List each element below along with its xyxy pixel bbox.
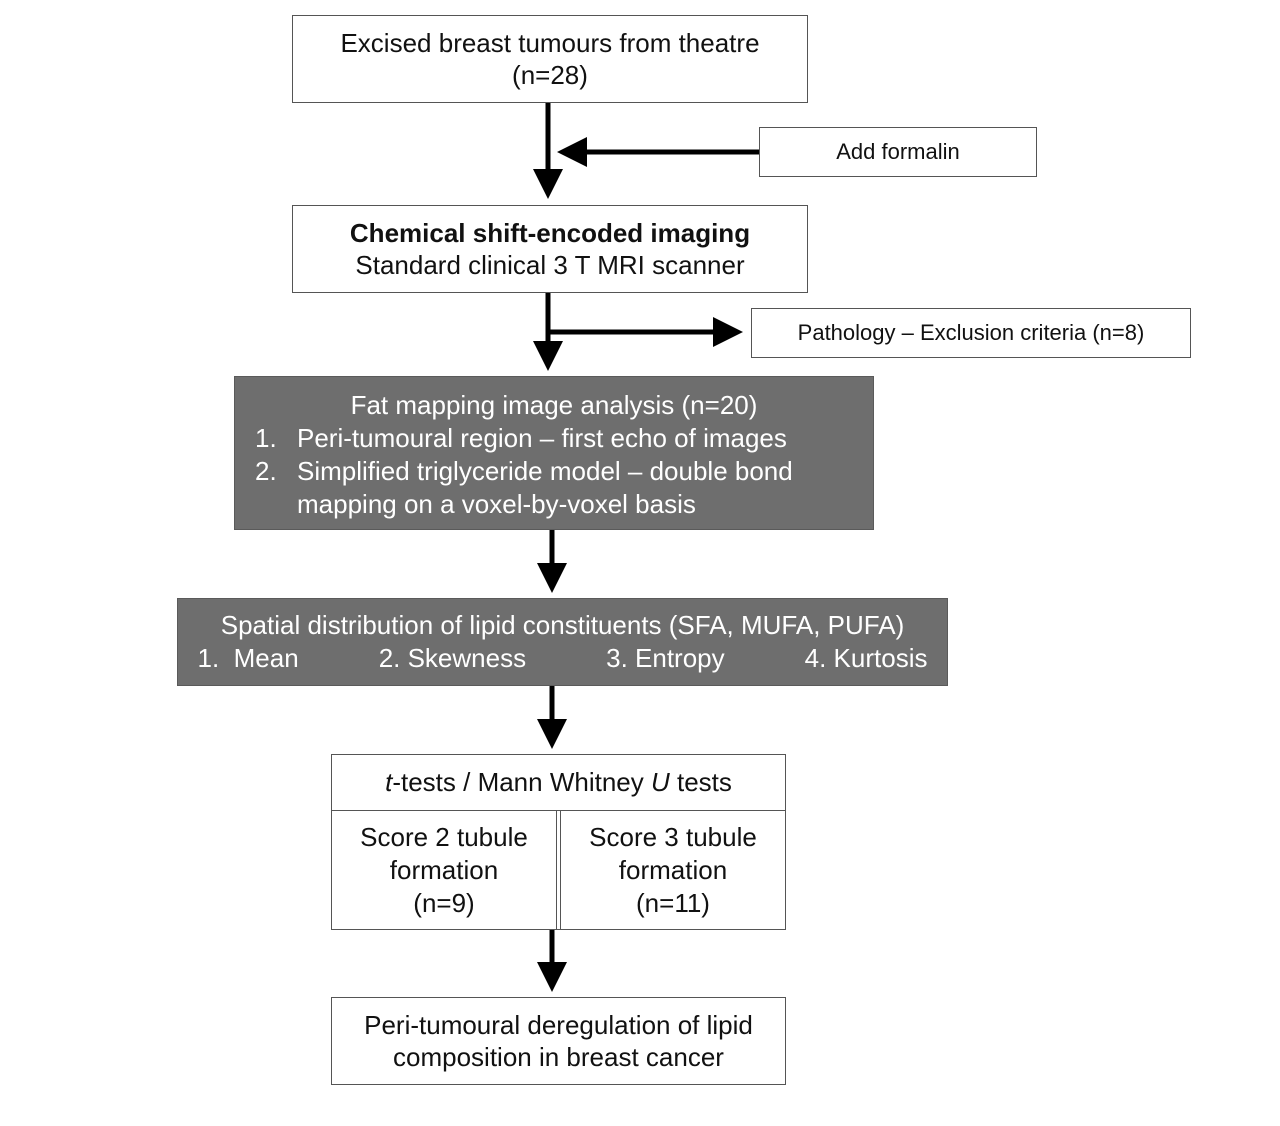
- node-add-formalin-text: Add formalin: [836, 139, 960, 164]
- node-imaging-subtitle: Standard clinical 3 T MRI scanner: [355, 250, 745, 280]
- group-score-3-line2: formation: [618, 855, 728, 885]
- metric-mean: 1. Mean: [197, 643, 299, 673]
- group-score-2: Score 2 tubule formation (n=9): [332, 811, 556, 930]
- metric-skewness: 2. Skewness: [378, 643, 527, 673]
- node-result-line2: composition in breast cancer: [393, 1042, 724, 1072]
- node-exclusion-criteria: Pathology – Exclusion criteria (n=8): [751, 308, 1191, 358]
- node-tests-u: U: [650, 767, 670, 797]
- node-analysis-item-1: 1. Peri-tumoural region – first echo of …: [235, 422, 873, 455]
- node-excised-tumours-line1: Excised breast tumours from theatre: [340, 28, 760, 58]
- node-analysis-item-1-text: Peri-tumoural region – first echo of ima…: [297, 423, 787, 453]
- node-chemical-shift-imaging: Chemical shift-encoded imaging Standard …: [292, 205, 808, 293]
- node-analysis-item-2: 2. Simplified triglyceride model – doubl…: [235, 455, 873, 488]
- node-result: Peri-tumoural deregulation of lipid comp…: [331, 997, 786, 1085]
- group-score-3: Score 3 tubule formation (n=11): [561, 811, 785, 930]
- node-result-line1: Peri-tumoural deregulation of lipid: [364, 1010, 753, 1040]
- group-score-3-line1: Score 3 tubule: [589, 822, 757, 852]
- node-excised-tumours-line2: (n=28): [512, 60, 588, 90]
- node-analysis-item-2-cont: mapping on a voxel-by-voxel basis: [297, 489, 696, 519]
- node-add-formalin: Add formalin: [759, 127, 1037, 177]
- node-tests-groups: Score 2 tubule formation (n=9) Score 3 t…: [332, 811, 785, 930]
- group-score-3-line3: (n=11): [636, 888, 710, 918]
- node-imaging-title: Chemical shift-encoded imaging: [349, 218, 751, 248]
- node-analysis-title: Fat mapping image analysis (n=20): [350, 390, 758, 420]
- group-score-2-line3: (n=9): [413, 888, 475, 918]
- node-tests-header: t-tests / Mann Whitney U tests: [332, 755, 785, 811]
- node-analysis-item-2-text: Simplified triglyceride model – double b…: [297, 456, 793, 486]
- group-divider: [556, 811, 561, 930]
- node-statistical-tests: t-tests / Mann Whitney U tests Score 2 t…: [331, 754, 786, 930]
- node-analysis-item-2-num: 2.: [255, 456, 277, 486]
- node-spatial-distribution: Spatial distribution of lipid constituen…: [177, 598, 948, 686]
- node-exclusion-text: Pathology – Exclusion criteria (n=8): [797, 320, 1145, 345]
- node-fat-mapping-analysis: Fat mapping image analysis (n=20) 1. Per…: [234, 376, 874, 530]
- group-score-2-line2: formation: [389, 855, 499, 885]
- node-distribution-title: Spatial distribution of lipid constituen…: [220, 610, 905, 640]
- node-analysis-item-1-num: 1.: [255, 423, 277, 453]
- node-tests-t: t: [385, 767, 393, 797]
- node-distribution-metrics: 1. Mean 2. Skewness 3. Entropy 4. Kurtos…: [198, 642, 928, 675]
- metric-kurtosis: 4. Kurtosis: [804, 643, 928, 673]
- node-tests-head-end: tests: [669, 767, 732, 797]
- node-tests-head-mid: -tests / Mann Whitney: [392, 767, 651, 797]
- group-score-2-line1: Score 2 tubule: [360, 822, 528, 852]
- metric-entropy: 3. Entropy: [606, 643, 725, 673]
- node-excised-tumours: Excised breast tumours from theatre (n=2…: [292, 15, 808, 103]
